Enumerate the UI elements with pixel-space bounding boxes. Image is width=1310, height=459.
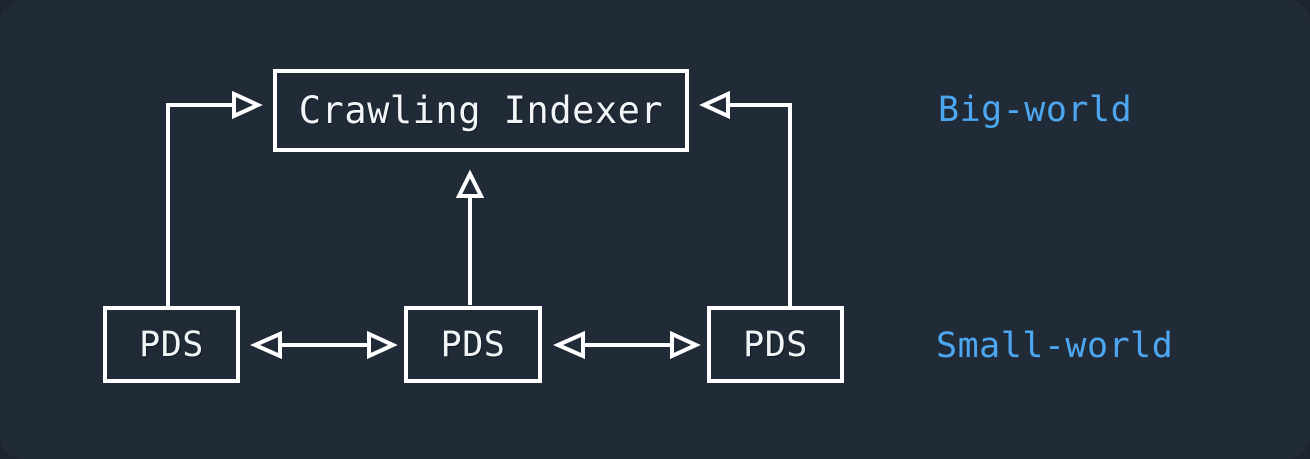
arrowhead-left-pds-right-to-indexer [699, 90, 730, 120]
edge-pds-left-pds-mid [250, 330, 398, 360]
node-pds-left-label: PDS [139, 324, 204, 365]
arrowhead-right-pds-left-pds-mid [367, 330, 398, 360]
edge-line-pds-right-to-indexer [729, 103, 792, 308]
node-pds-middle-label: PDS [440, 324, 506, 365]
arrowhead-left-pds-left-pds-mid [250, 330, 282, 360]
node-pds-right[interactable]: PDS [707, 306, 844, 383]
edge-pds-mid-pds-right [553, 330, 701, 360]
arrowhead-up-pds-mid-to-indexer [455, 169, 485, 198]
node-pds-left[interactable]: PDS [103, 306, 240, 383]
arrowhead-right-pds-mid-pds-right [670, 330, 701, 360]
node-crawling-indexer[interactable]: Crawling Indexer [273, 69, 689, 152]
arrowhead-right-pds-left-to-indexer [232, 90, 263, 120]
arrowhead-left-pds-mid-pds-right [553, 330, 585, 360]
region-label-small-world: Small-world [936, 326, 1174, 366]
region-label-big-world: Big-world [938, 90, 1133, 130]
node-pds-right-label: PDS [743, 324, 808, 365]
node-crawling-indexer-label: Crawling Indexer [298, 89, 664, 132]
edge-pds-right-to-indexer [699, 90, 792, 308]
edge-pds-left-to-indexer [166, 90, 263, 308]
node-pds-middle[interactable]: PDS [404, 306, 542, 383]
edge-line-pds-left-to-indexer [166, 103, 233, 308]
edge-pds-mid-to-indexer [455, 169, 485, 305]
